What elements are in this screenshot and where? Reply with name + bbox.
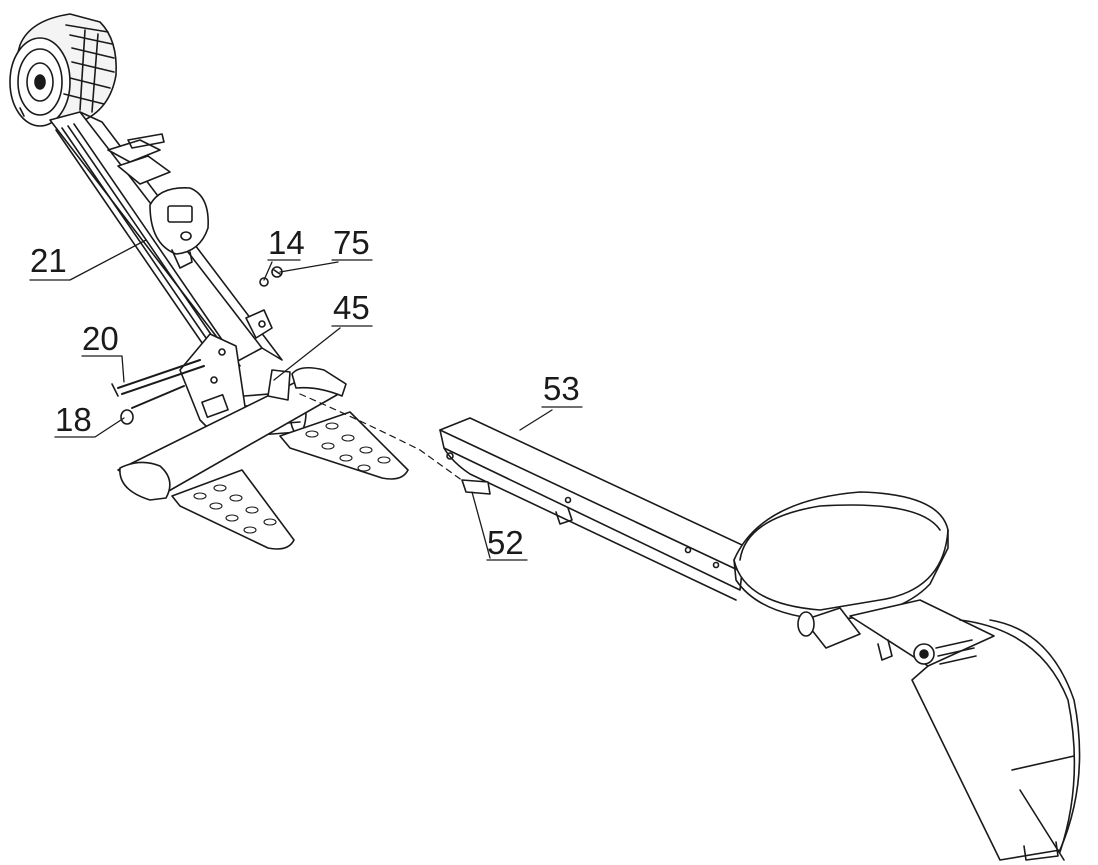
part-label-20: 20 bbox=[82, 320, 119, 357]
part-label-14: 14 bbox=[268, 224, 305, 261]
part-label-18: 18 bbox=[55, 401, 92, 438]
leader-lines bbox=[29, 239, 583, 561]
right-foot-plate bbox=[279, 411, 409, 480]
part-label-52: 52 bbox=[487, 524, 524, 561]
front-stabilizer bbox=[117, 366, 347, 501]
part-label-21: 21 bbox=[30, 242, 67, 279]
bolt-and-ring bbox=[111, 359, 205, 425]
part-label-45: 45 bbox=[333, 289, 370, 326]
rear-support bbox=[797, 599, 1081, 861]
part-label-75: 75 bbox=[333, 224, 370, 261]
handle-holder bbox=[107, 133, 171, 185]
assembly-guide-line bbox=[299, 393, 471, 487]
part-label-53: 53 bbox=[543, 370, 580, 407]
left-foot-plate bbox=[171, 469, 295, 550]
monitor bbox=[149, 187, 209, 269]
rear-rail bbox=[439, 417, 771, 601]
bracket-plate bbox=[245, 266, 283, 339]
flywheel-housing bbox=[9, 13, 117, 127]
